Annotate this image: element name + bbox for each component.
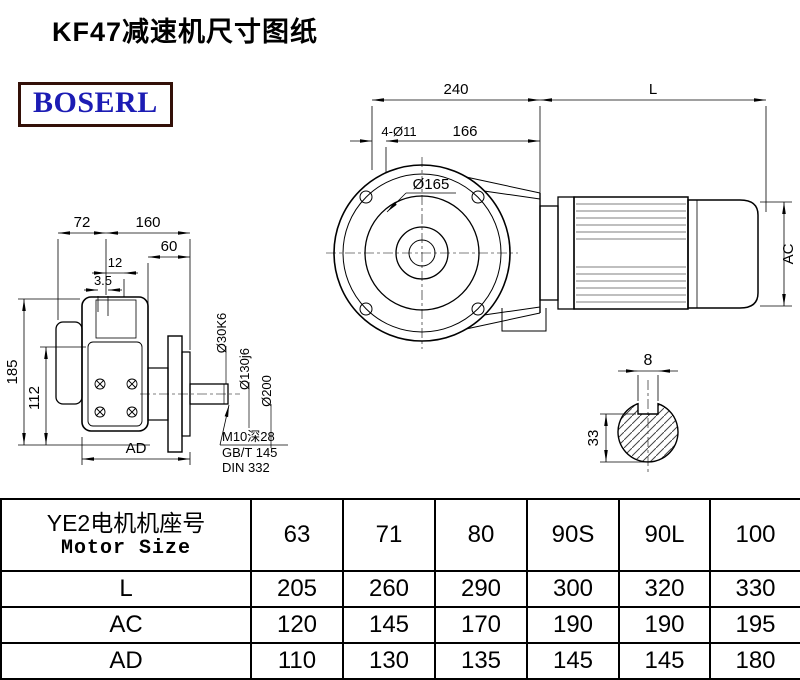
gear-housing <box>81 296 149 432</box>
motor-size-100: 100 <box>709 498 800 572</box>
value-cell: 205 <box>250 570 344 608</box>
row-label-AC: AC <box>0 606 252 644</box>
flange-bolt-hole <box>471 302 485 316</box>
dimension-table: YE2电机机座号 Motor Size 63 71 80 90S 90L 100… <box>0 498 800 680</box>
input-section <box>95 299 137 339</box>
fan-cover <box>687 199 759 309</box>
value-cell: 290 <box>434 570 528 608</box>
motor-size-90S: 90S <box>526 498 620 572</box>
dim-4xO11: 4-Ø11 <box>381 124 416 139</box>
value-cell: 145 <box>526 642 620 680</box>
motor-fins <box>576 203 686 303</box>
table-row-AC: AC 120 145 170 190 190 195 <box>0 606 800 644</box>
flange-bolt-hole <box>359 302 373 316</box>
dim-O30K6: Ø30K6 <box>214 313 229 353</box>
value-cell: 190 <box>526 606 620 644</box>
dimension-drawing: 240 L 4-Ø11 166 Ø165 AC <box>4 81 797 475</box>
value-cell: 260 <box>342 570 436 608</box>
boserl-logo: BOSERL <box>18 82 173 127</box>
motor-size-header-cell: YE2电机机座号 Motor Size <box>0 498 252 572</box>
value-cell: 110 <box>250 642 344 680</box>
value-cell: 180 <box>709 642 800 680</box>
table-row-AD: AD 110 130 135 145 145 180 <box>0 642 800 680</box>
standard-din332: DIN 332 <box>222 460 270 475</box>
value-cell: 300 <box>526 570 620 608</box>
value-cell: 120 <box>250 606 344 644</box>
header-cn: YE2电机机座号 <box>46 509 206 536</box>
dim-166: 166 <box>452 123 477 140</box>
standard-gbt145: GB/T 145 <box>222 445 277 460</box>
boserl-logo-text: BOSERL <box>33 86 158 119</box>
dim-72: 72 <box>74 214 91 231</box>
motor-size-90L: 90L <box>618 498 711 572</box>
dim-AC: AC <box>780 243 797 264</box>
motor-size-63: 63 <box>250 498 344 572</box>
flange-bolt-hole <box>359 190 373 204</box>
motor-size-71: 71 <box>342 498 436 572</box>
shaft-section-detail: 8 33 <box>585 352 679 474</box>
value-cell: 170 <box>434 606 528 644</box>
shaft-detail-dimensions <box>600 369 678 463</box>
table-header-row: YE2电机机座号 Motor Size 63 71 80 90S 90L 100 <box>0 498 800 572</box>
dim-O200: Ø200 <box>259 375 274 407</box>
dim-60: 60 <box>161 238 178 255</box>
dim-3-5: 3.5 <box>94 273 112 288</box>
page-title: KF47减速机尺寸图纸 <box>52 17 319 47</box>
value-cell: 330 <box>709 570 800 608</box>
thread-callout: M10深28 <box>222 429 275 444</box>
dim-112: 112 <box>26 386 43 410</box>
housing-foot <box>501 308 547 332</box>
row-label-AD: AD <box>0 642 252 680</box>
value-cell: 145 <box>618 642 711 680</box>
dim-160: 160 <box>135 214 160 231</box>
motor-size-80: 80 <box>434 498 528 572</box>
dim-O130j6: Ø130j6 <box>237 348 252 390</box>
side-view <box>55 296 240 453</box>
motor-back <box>55 321 83 405</box>
dim-33: 33 <box>585 430 602 447</box>
face-bolts <box>94 378 138 418</box>
dim-185: 185 <box>4 359 21 384</box>
value-cell: 135 <box>434 642 528 680</box>
row-label-L: L <box>0 570 252 608</box>
side-view-dimensions <box>18 231 288 465</box>
dim-AD: AD <box>126 440 147 457</box>
front-view-dimensions <box>350 98 792 307</box>
flange-bolt-hole <box>471 190 485 204</box>
header-en: Motor Size <box>60 537 192 561</box>
dim-12: 12 <box>108 255 122 270</box>
dim-L: L <box>649 81 657 98</box>
value-cell: 195 <box>709 606 800 644</box>
value-cell: 130 <box>342 642 436 680</box>
dim-8: 8 <box>644 352 653 369</box>
output-shaft-O30 <box>189 383 229 405</box>
dim-O165: Ø165 <box>413 176 450 193</box>
value-cell: 320 <box>618 570 711 608</box>
dim-240: 240 <box>443 81 468 98</box>
value-cell: 145 <box>342 606 436 644</box>
housing-face <box>87 341 143 427</box>
table-row-L: L 205 260 290 300 320 330 <box>0 570 800 608</box>
shaft-section <box>617 402 679 463</box>
value-cell: 190 <box>618 606 711 644</box>
motor <box>539 196 759 310</box>
